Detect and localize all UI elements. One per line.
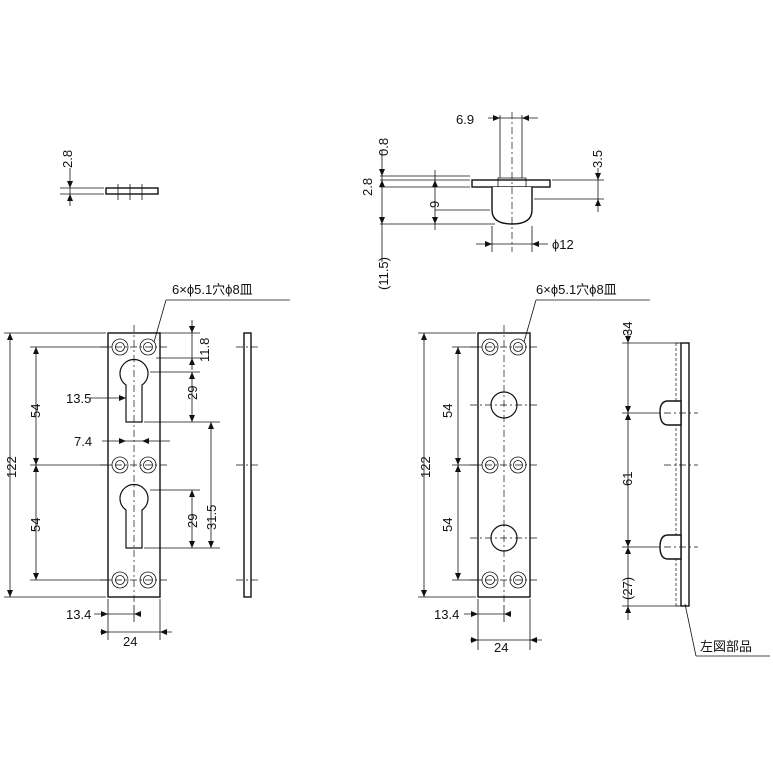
dim-a-7-4: 7.4 bbox=[74, 434, 92, 449]
dim-a-11-8: 11.8 bbox=[197, 338, 212, 362]
dim-side-34: 34 bbox=[620, 322, 635, 336]
plate-a-side-view bbox=[236, 332, 260, 598]
keyhole-slot-lower bbox=[119, 483, 149, 549]
dim-3-5: 3.5 bbox=[590, 150, 605, 168]
plate-b-front-view: 122 54 54 13.4 24 6×ϕ5.1穴ϕ8皿 bbox=[418, 282, 650, 655]
dim-a-29-upper: 29 bbox=[185, 386, 200, 400]
dim-a-29-lower: 29 bbox=[185, 514, 200, 528]
dim-9: 9 bbox=[427, 201, 442, 208]
dim-11-5: (11.5) bbox=[376, 257, 391, 290]
dim-top-thickness: 2.8 bbox=[60, 150, 75, 168]
dim-0-8: 0.8 bbox=[376, 138, 391, 156]
dim-2-8: 2.8 bbox=[360, 178, 375, 196]
dim-a-122: 122 bbox=[4, 456, 19, 478]
dim-a-13-4: 13.4 bbox=[66, 607, 91, 622]
dim-a-54-upper: 54 bbox=[28, 404, 43, 418]
pin-base-plate bbox=[471, 179, 551, 188]
dim-b-54-lower: 54 bbox=[440, 518, 455, 532]
dim-side-27: (27) bbox=[620, 577, 635, 600]
note-holes-left: 6×ϕ5.1穴ϕ8皿 bbox=[172, 282, 253, 297]
dim-b-24: 24 bbox=[494, 640, 508, 655]
dim-b-13-4: 13.4 bbox=[434, 607, 459, 622]
dim-a-13-5: 13.5 bbox=[66, 391, 91, 406]
pin-detail-view: 6.9 0.8 2.8 9 (11.5) 3.5 ϕ12 bbox=[360, 112, 605, 290]
dim-b-54-upper: 54 bbox=[440, 404, 455, 418]
dim-b-122: 122 bbox=[418, 456, 433, 478]
dim-dia-12: ϕ12 bbox=[552, 237, 574, 252]
keyhole-slot-upper bbox=[119, 358, 149, 423]
plate-a-front-view: 122 54 54 11.8 29 13.5 7.4 bbox=[4, 282, 290, 649]
note-left-part: 左図部品 bbox=[700, 639, 752, 654]
plate-edge bbox=[105, 187, 159, 195]
dim-a-31-5: 31.5 bbox=[204, 505, 219, 530]
note-holes-right: 6×ϕ5.1穴ϕ8皿 bbox=[536, 282, 617, 297]
dim-a-24: 24 bbox=[123, 634, 137, 649]
dim-6-9: 6.9 bbox=[456, 112, 474, 127]
dim-a-54-lower: 54 bbox=[28, 518, 43, 532]
dim-side-61: 61 bbox=[620, 472, 635, 486]
assembly-side-view: 34 61 (27) 左図部品 bbox=[620, 322, 770, 657]
top-plate-view: 2.8 bbox=[60, 150, 159, 206]
